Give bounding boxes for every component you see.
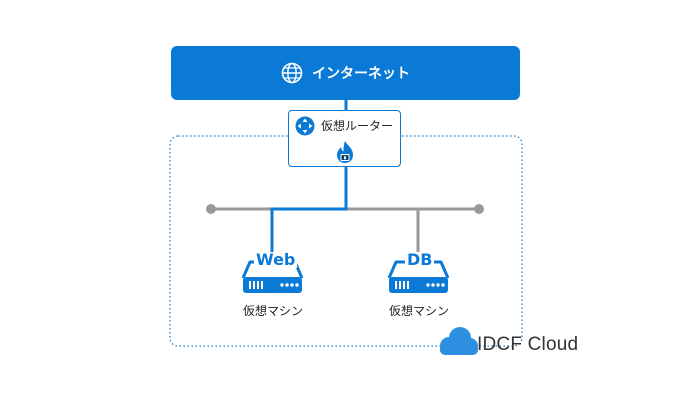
- internet-box: インターネット: [171, 46, 520, 100]
- router-web-link: [270, 167, 348, 252]
- router-label: 仮想ルーター: [321, 119, 394, 133]
- firewall-flame-icon: [337, 141, 353, 163]
- db-machine-label: 仮想マシン: [389, 304, 450, 318]
- bus-end-right: [474, 204, 484, 214]
- router-icon: [295, 116, 315, 136]
- web-machine-label: 仮想マシン: [243, 304, 304, 318]
- cloud-icon: [440, 327, 478, 355]
- internet-label: インターネット: [312, 66, 410, 82]
- bus-end-left: [206, 204, 216, 214]
- db-tag: DB: [405, 250, 435, 269]
- brand-label: IDCF Cloud: [477, 334, 579, 355]
- globe-icon: [281, 62, 303, 84]
- web-tag: Web: [254, 250, 298, 269]
